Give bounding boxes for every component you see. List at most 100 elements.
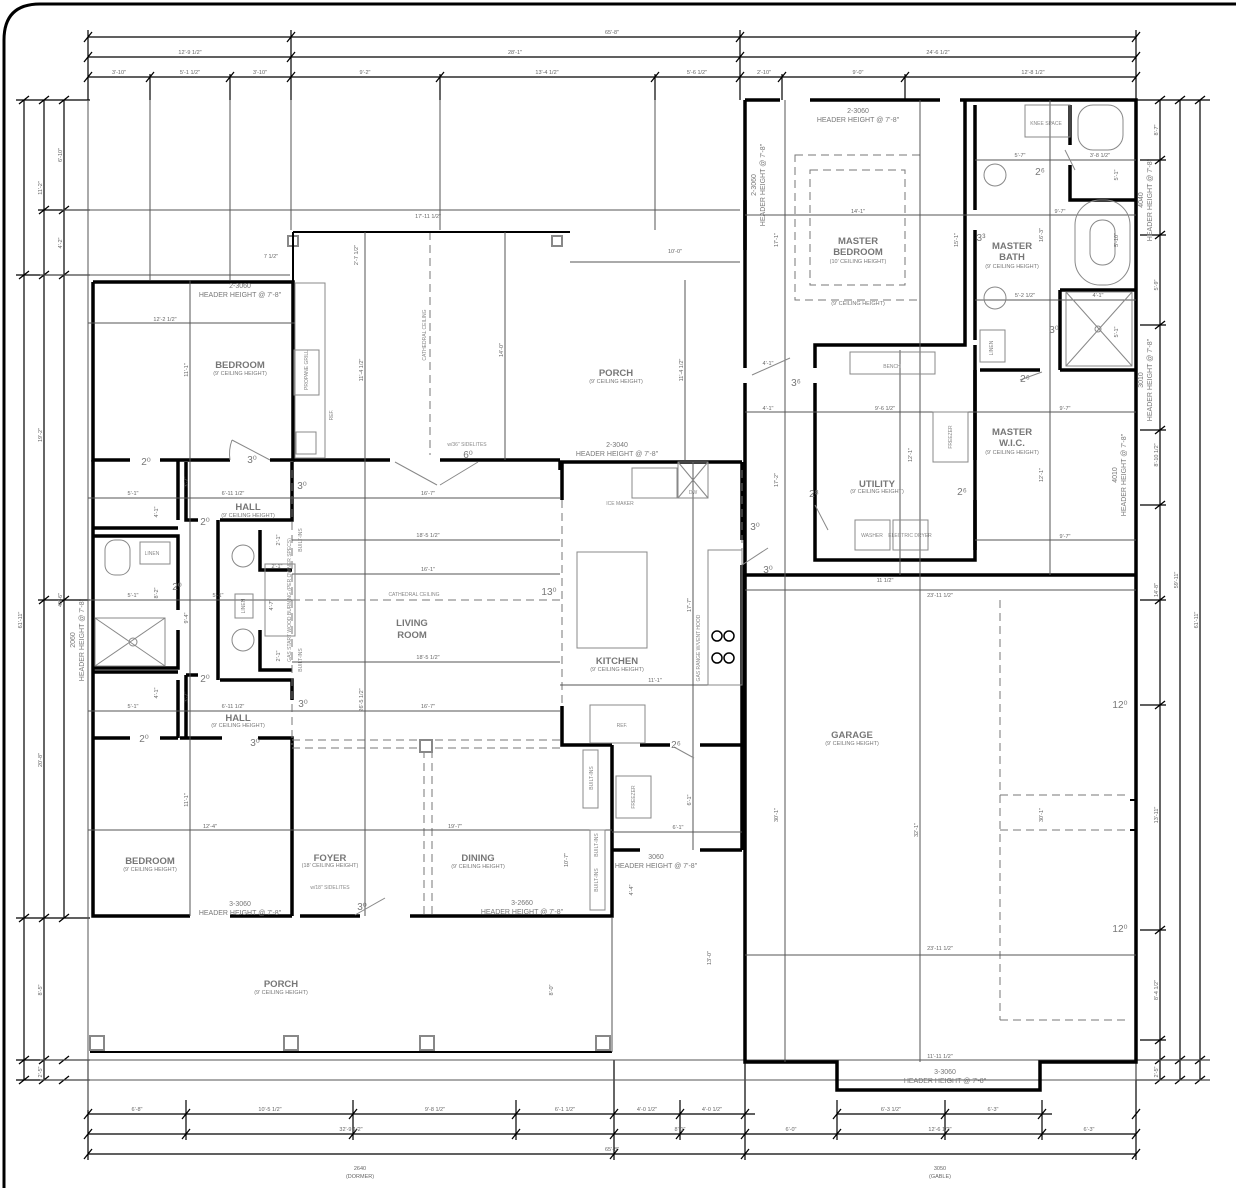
door-size-labels: 2⁰ 3⁰ 3⁰ 2⁰ 2⁰ 2⁰ 3⁰ 2⁰ 3⁰ 6⁰ 13⁰ 3⁰ 3⁰ … bbox=[139, 167, 1127, 935]
header-code: 4040 bbox=[1138, 192, 1145, 208]
dim-label: 9'-7" bbox=[1060, 406, 1071, 412]
interior-dimension-labels: 17'-11 1/2" 7 1/2" 2'-7 1/2" 10'-0" 11'-… bbox=[128, 153, 1120, 1060]
dimension-tick bbox=[38, 205, 50, 215]
sink-icon bbox=[983, 163, 1007, 187]
dimension-tick bbox=[650, 71, 660, 83]
dim-label: 15'-1" bbox=[954, 233, 960, 247]
fixture-notes: CATHEDRAL CEILING CATHEDRAL CEILING w/36… bbox=[145, 121, 1063, 892]
note: LINEN bbox=[145, 551, 160, 557]
dimension-tick bbox=[38, 913, 50, 923]
dim-label: 9'-7" bbox=[1055, 209, 1066, 215]
dimension-ticks bbox=[1140, 155, 1166, 1045]
dimension-tick bbox=[609, 1148, 619, 1160]
ceiling-label: (9' CEILING HEIGHT) bbox=[850, 489, 904, 495]
freezer bbox=[932, 411, 969, 463]
room-master-bedroom-line2: BEDROOM bbox=[833, 247, 883, 258]
door-label: 2⁰ bbox=[172, 582, 182, 593]
dimension-tick bbox=[1037, 1128, 1047, 1140]
dim-label: 2'-7 1/2" bbox=[354, 245, 360, 265]
header-height: HEADER HEIGHT @ 7'-8" bbox=[760, 143, 767, 226]
dimension-tick bbox=[1194, 95, 1206, 105]
built-ins bbox=[589, 829, 606, 911]
dimension-tick bbox=[1131, 1148, 1141, 1160]
note: BUILT-INS bbox=[589, 766, 595, 790]
dim-label: 6'-3" bbox=[988, 1107, 999, 1113]
dim-label: 5'-9" bbox=[1154, 279, 1160, 290]
header-code: 3010 bbox=[1138, 372, 1145, 388]
door-label: 3⁰ bbox=[247, 455, 257, 466]
dimension-tick bbox=[1174, 95, 1186, 105]
outdoor-sink bbox=[295, 431, 317, 455]
dim-label: 6'-0" bbox=[786, 1127, 797, 1133]
dim-label: 4'-1" bbox=[763, 406, 774, 412]
dim-label: 5'-1" bbox=[128, 704, 139, 710]
note: REF. bbox=[329, 410, 335, 421]
dimension-tick bbox=[735, 71, 745, 83]
dimension-ticks bbox=[145, 71, 910, 100]
header-code: 4010 bbox=[1112, 467, 1119, 483]
linen-cabinet bbox=[234, 593, 254, 619]
ceiling-label: (9' CEILING HEIGHT) bbox=[254, 990, 308, 996]
dim-label: 2'-1" bbox=[276, 650, 282, 661]
dimension-tick bbox=[181, 1108, 191, 1120]
door-label: 2⁶ bbox=[1020, 374, 1030, 385]
shower bbox=[94, 617, 166, 667]
dim-label: 17'-7" bbox=[687, 598, 693, 612]
post bbox=[89, 1035, 105, 1051]
note: PROPANE GRILL bbox=[304, 350, 310, 390]
dim-label: 14'-8" bbox=[1154, 583, 1160, 597]
dimension-tick bbox=[1131, 51, 1141, 63]
dim-label: 9'-7" bbox=[1060, 534, 1071, 540]
dim-label: 20'-8" bbox=[38, 753, 44, 767]
dim-label: 5'-1" bbox=[1114, 326, 1120, 337]
dashed-lines bbox=[291, 154, 1130, 1021]
reference-lines bbox=[40, 100, 1210, 1110]
dim-label: 19'-7" bbox=[448, 824, 462, 830]
note: BUILT-INS bbox=[298, 648, 304, 672]
bathtub bbox=[1074, 199, 1131, 286]
note: DW bbox=[689, 490, 698, 496]
room-labels: BEDROOM (9' CEILING HEIGHT) HALL (9' CEI… bbox=[123, 236, 1039, 996]
room-bedroom: BEDROOM bbox=[125, 856, 175, 867]
dimension-tick bbox=[832, 1128, 842, 1140]
note: KNEE SPACE bbox=[1030, 121, 1062, 127]
room-master-bath: MASTER bbox=[992, 241, 1032, 252]
door-label: 12⁰ bbox=[1112, 924, 1127, 935]
footer-label: (GABLE) bbox=[929, 1174, 951, 1180]
dim-label: 13'-0" bbox=[707, 951, 713, 965]
post bbox=[283, 1035, 299, 1051]
ceiling-label: (10' CEILING HEIGHT) bbox=[830, 259, 887, 265]
room-utility: UTILITY bbox=[859, 479, 896, 490]
header-code: 2-3060 bbox=[229, 283, 251, 290]
dim-label: 40'-6" bbox=[58, 593, 64, 607]
dim-label: 13'-4 1/2" bbox=[535, 70, 558, 76]
door-label: 3⁰ bbox=[1049, 325, 1059, 336]
dimension-tick bbox=[1154, 95, 1166, 105]
dim-label: 23'-11 1/2" bbox=[927, 946, 953, 952]
room-master-wic-line2: W.I.C. bbox=[999, 438, 1025, 449]
door-label: 2⁰ bbox=[139, 734, 149, 745]
header-code: 3-3060 bbox=[934, 1069, 956, 1076]
dimension-tick bbox=[777, 71, 787, 83]
counter bbox=[707, 549, 743, 686]
dim-label: 4'-1" bbox=[763, 361, 774, 367]
dimension-tick bbox=[940, 1108, 950, 1120]
note: REF. bbox=[617, 723, 628, 729]
door-label: 3⁰ bbox=[298, 699, 308, 710]
dimension-tick bbox=[1154, 230, 1166, 240]
propane-grill bbox=[293, 349, 320, 396]
header-code: 2-3040 bbox=[606, 442, 628, 449]
dimension-tick bbox=[83, 1108, 93, 1120]
ceiling-label: (9' CEILING HEIGHT) bbox=[213, 371, 267, 377]
dim-label: 4'-2" bbox=[58, 237, 64, 248]
dim-label: 10'-7" bbox=[564, 853, 570, 867]
dimension-ticks bbox=[181, 1100, 1047, 1140]
fixtures bbox=[94, 104, 1133, 911]
toilet-icon bbox=[104, 539, 131, 576]
header-height: HEADER HEIGHT @ 7'-8" bbox=[615, 863, 698, 870]
shower-drain bbox=[1094, 325, 1102, 333]
dimension-tick bbox=[740, 1108, 750, 1120]
dimension-tick bbox=[1131, 31, 1141, 43]
ceiling-label: (9' CEILING HEIGHT) bbox=[985, 450, 1039, 456]
